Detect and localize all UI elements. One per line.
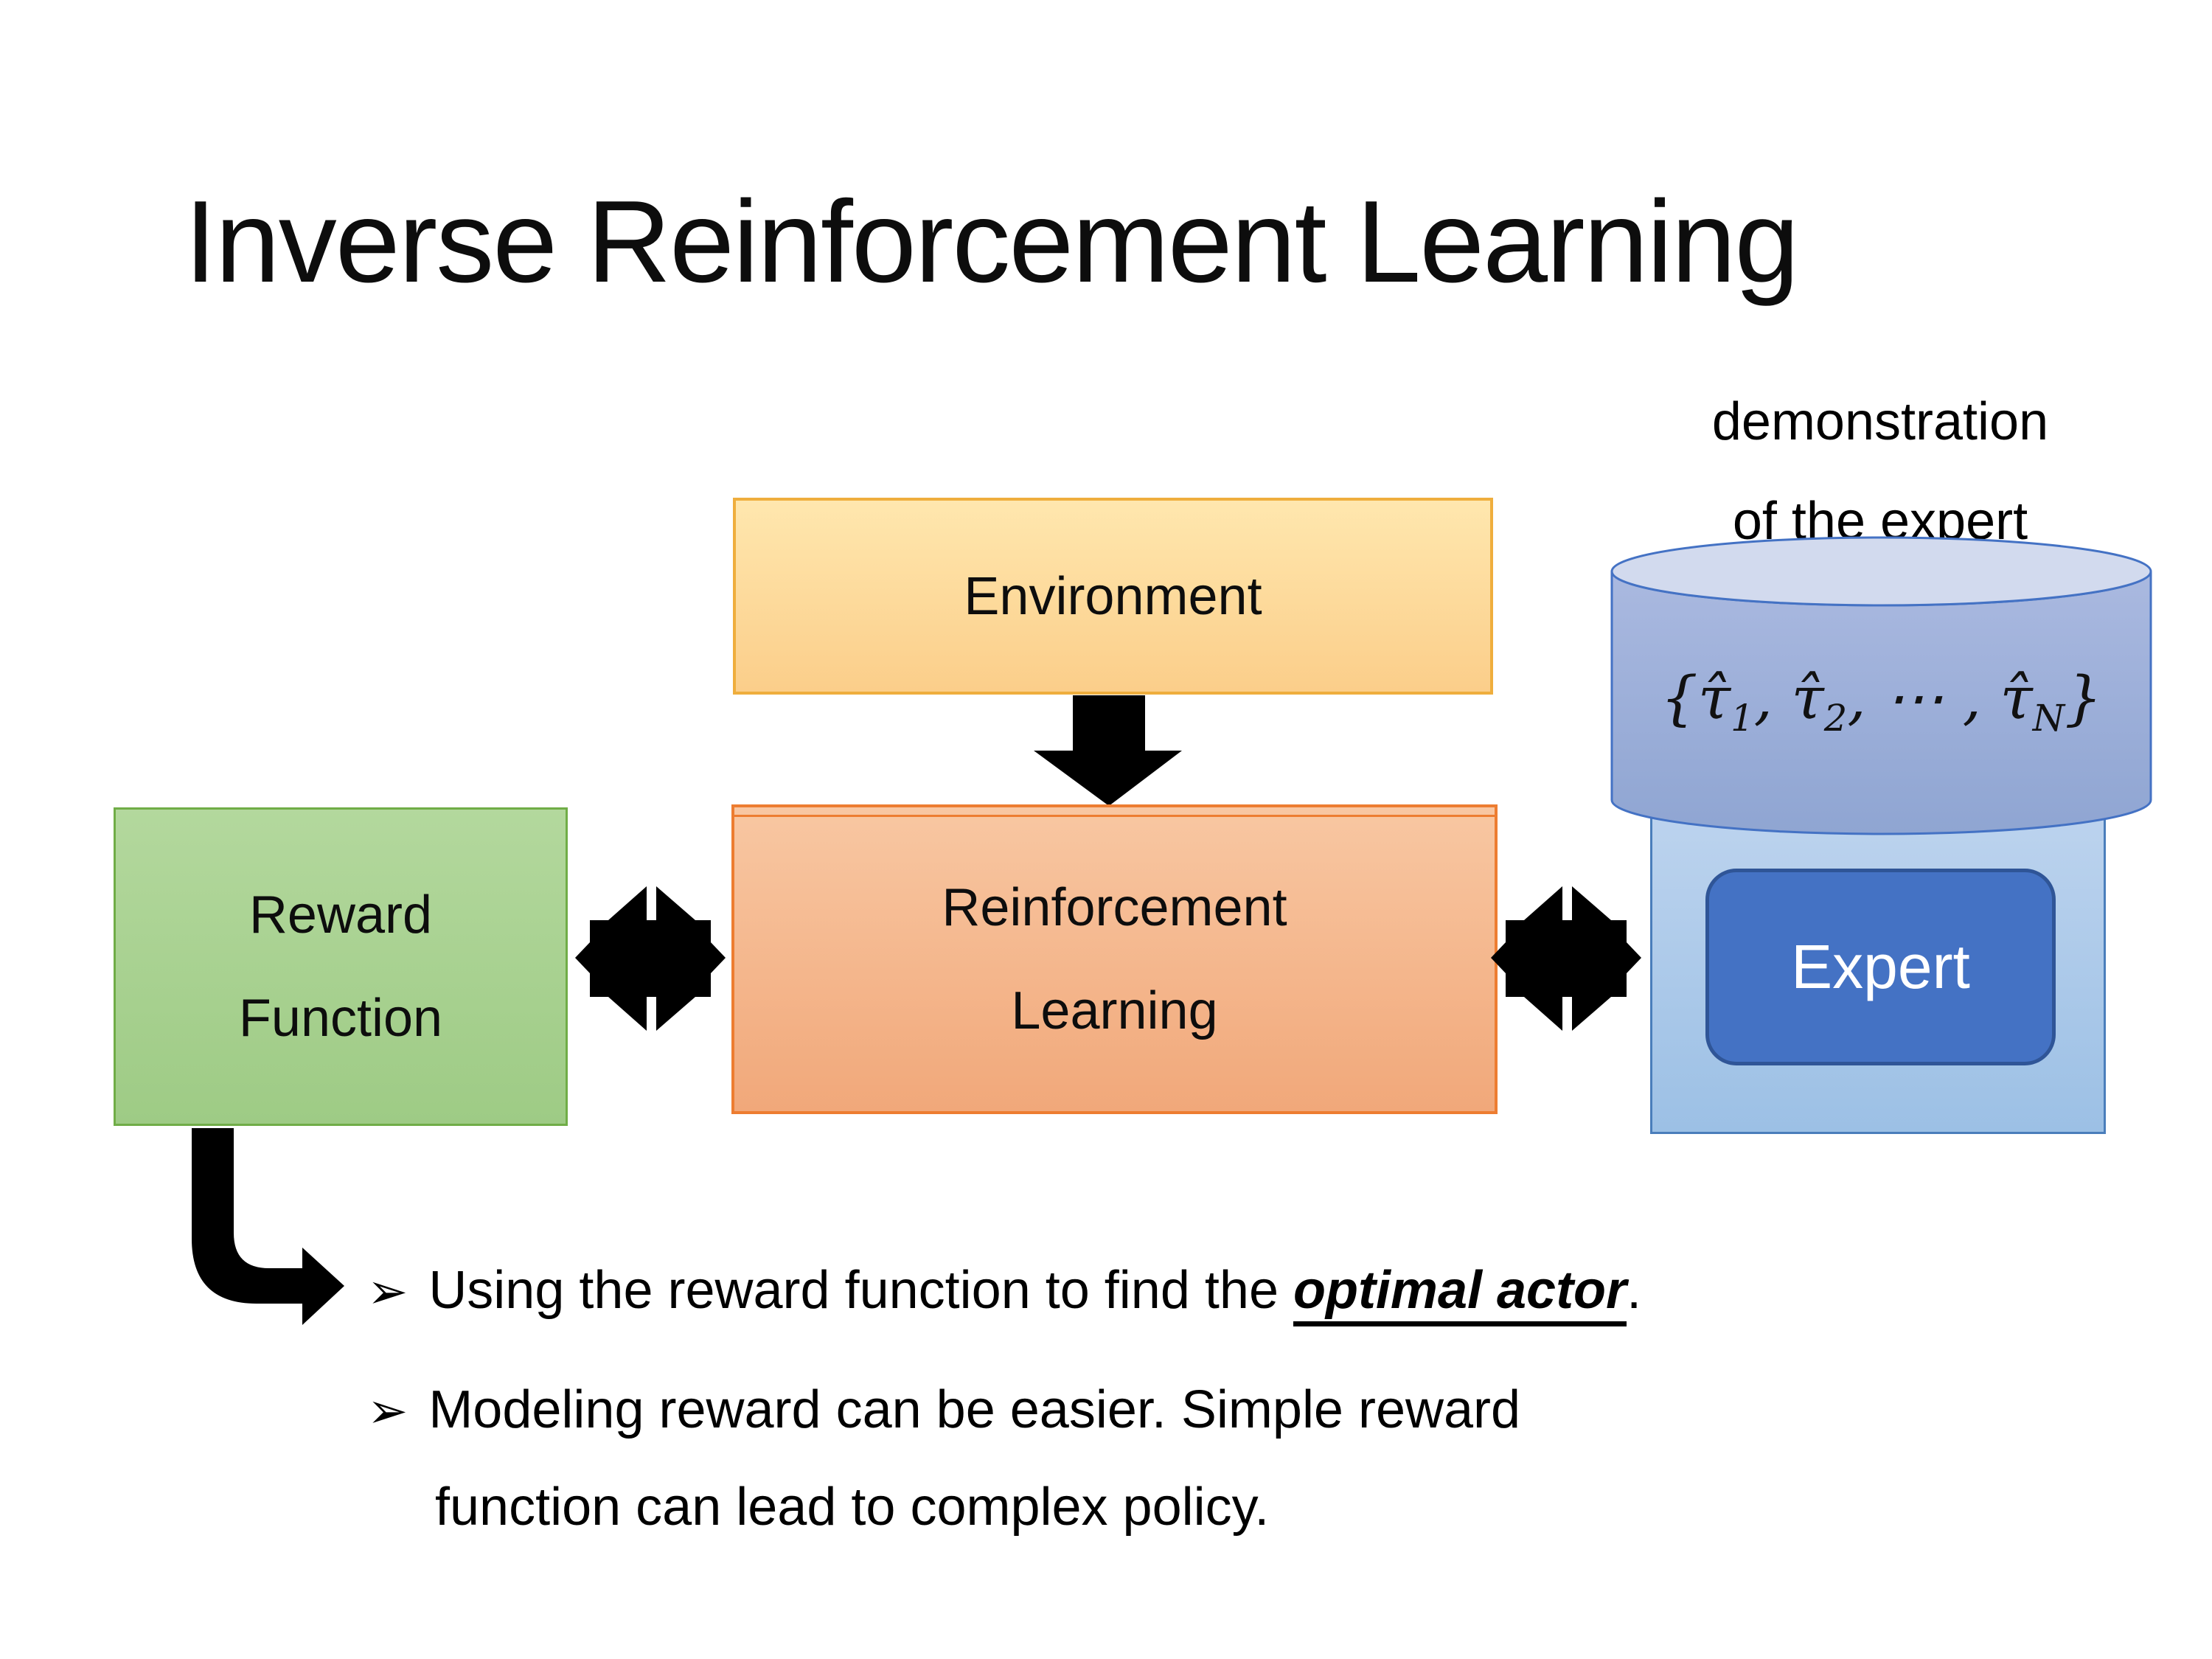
arrow-bullet-icon: ➢ — [367, 1264, 408, 1318]
reward-label-line2: Function — [238, 989, 443, 1048]
double-arrow-right-icon — [1491, 886, 1641, 1031]
trajectory-set-formula: {τ̂1, τ̂2, ⋯ , τ̂N} — [1612, 664, 2151, 740]
rl-label-line1: Reinforcement — [942, 878, 1287, 937]
rl-box-stacked-edge — [734, 815, 1495, 817]
bullet2-text-line2: function can lead to complex policy. — [435, 1478, 1270, 1537]
expert-box: Expert — [1705, 869, 2056, 1065]
environment-label: Environment — [964, 566, 1262, 626]
environment-box: Environment — [733, 498, 1493, 695]
formula-subscript: 1 — [1731, 697, 1754, 740]
bullet2-text-line1: Modeling reward can be easier. Simple re… — [428, 1380, 1521, 1439]
reinforcement-learning-box: Reinforcement Learning — [731, 804, 1498, 1114]
bullet1-text-post: . — [1627, 1261, 1642, 1320]
bullet1-text-pre: Using the reward function to find the — [428, 1261, 1293, 1320]
formula-subscript: 2 — [1823, 697, 1848, 740]
formula-part: } — [2065, 664, 2103, 732]
bullet-item-2-continuation: function can lead to complex policy. — [435, 1470, 1269, 1544]
formula-part: {τ̂ — [1660, 664, 1731, 732]
arrow-bullet-icon: ➢ — [367, 1383, 408, 1438]
expert-label: Expert — [1791, 932, 1970, 1001]
page-title: Inverse Reinforcement Learning — [184, 177, 1799, 307]
bullet-item-2: ➢ Modeling reward can be easier. Simple r… — [367, 1373, 1520, 1447]
bullet-item-1: ➢ Using the reward function to find the o… — [367, 1253, 1641, 1328]
reward-label-line1: Reward — [248, 886, 433, 945]
rl-label-line2: Learning — [1011, 981, 1218, 1040]
reward-function-box: Reward Function — [114, 807, 568, 1126]
formula-part: , ⋯ , τ̂ — [1847, 664, 2033, 732]
bullet1-emphasis: optimal actor — [1293, 1261, 1627, 1326]
formula-part: , τ̂ — [1753, 664, 1824, 732]
double-arrow-left-icon — [575, 886, 726, 1031]
demonstration-caption-line1: demonstration — [1711, 392, 2049, 451]
formula-subscript: N — [2032, 697, 2065, 740]
